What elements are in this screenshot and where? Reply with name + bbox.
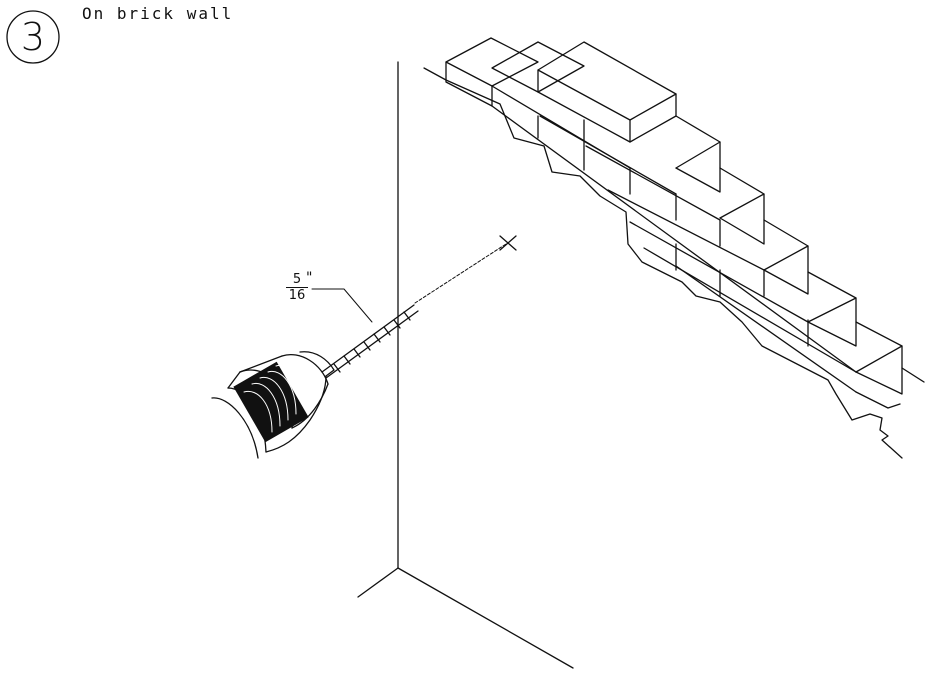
fraction-bar bbox=[286, 287, 308, 288]
wall-corner-lines bbox=[357, 61, 574, 669]
cross-mark-icon bbox=[499, 235, 517, 251]
brick-wall-icon bbox=[423, 37, 925, 459]
drill-bit-size-numerator: 5 bbox=[292, 272, 302, 287]
drill-bit-size-unit: " bbox=[306, 270, 313, 286]
drill-bit-size-fraction: 5 16 bbox=[284, 273, 310, 302]
size-leader-line bbox=[311, 288, 373, 323]
drill-axis-line bbox=[414, 243, 507, 304]
step-number: 3 bbox=[20, 15, 46, 59]
step-badge-icon bbox=[6, 10, 60, 64]
drill-bit-size-denominator: 16 bbox=[288, 288, 306, 303]
drill-chuck-icon bbox=[211, 351, 335, 459]
step-title: On brick wall bbox=[82, 4, 234, 23]
drill-bit bbox=[321, 304, 419, 379]
